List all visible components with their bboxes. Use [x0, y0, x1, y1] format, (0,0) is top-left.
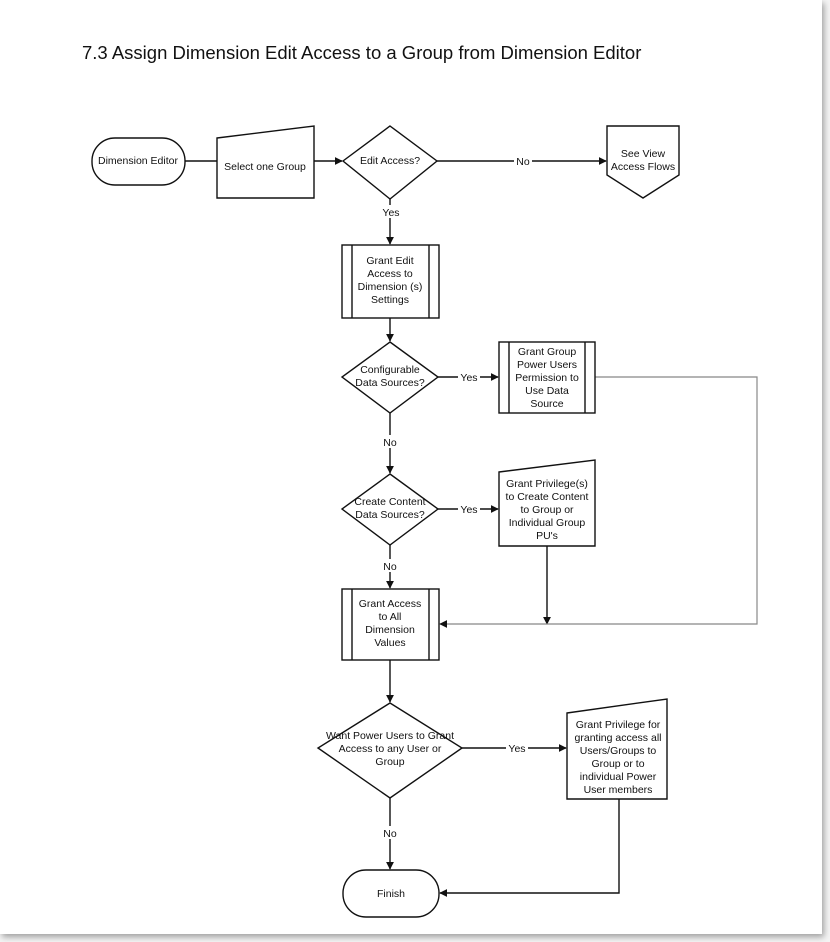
label-line: Access to [367, 268, 413, 280]
label-line: Settings [371, 294, 409, 306]
node-grant-privileges [498, 459, 596, 547]
edge-label-no: No [516, 156, 530, 168]
edge-label-yes: Yes [460, 504, 477, 516]
label-dimension-editor: Dimension Editor [98, 155, 178, 167]
label-line: Dimension Editor [98, 155, 178, 167]
label-line: Source [530, 398, 563, 410]
page-title: 7.3 Assign Dimension Edit Access to a Gr… [82, 42, 642, 63]
label-line: to Create Content [506, 491, 589, 503]
label-line: Group [375, 756, 404, 768]
node-configurable-decision [340, 341, 440, 414]
label-line: Want Power Users to Grant [326, 730, 454, 742]
label-line: Permission to [515, 372, 579, 384]
label-line: Grant Privilege for [576, 719, 661, 731]
label-line: to All [379, 611, 402, 623]
label-select-group: Select one Group [224, 161, 306, 173]
label-line: Group or to [591, 758, 644, 770]
node-dimension-editor [91, 137, 186, 186]
node-grant-edit-access [341, 244, 440, 319]
label-line: Dimension [365, 624, 415, 636]
label-line: individual Power [580, 771, 657, 783]
edge-label-no: No [383, 828, 397, 840]
label-line: Grant Edit [366, 255, 413, 267]
label-line: User members [584, 784, 653, 796]
label-finish: Finish [377, 888, 405, 900]
label-line: granting access all [575, 732, 662, 744]
label-line: Configurable [360, 364, 420, 376]
label-line: Select one Group [224, 161, 306, 173]
label-line: Grant Group [518, 346, 577, 358]
label-line: Edit Access? [360, 155, 420, 167]
edge-label-no: No [383, 437, 397, 449]
label-line: Users/Groups to [580, 745, 657, 757]
node-grant-privilege-granting [566, 698, 668, 800]
node-want-power-users-decision [316, 702, 464, 799]
node-finish [342, 869, 440, 918]
label-line: Access Flows [611, 161, 675, 173]
label-edit-access: Edit Access? [360, 155, 420, 167]
label-line: Power Users [517, 359, 577, 371]
edge-labels: No Yes Yes No Yes No Yes No [380, 154, 532, 840]
label-line: Create Content [354, 496, 425, 508]
label-line: Values [374, 637, 405, 649]
edge-grantpu-to-grantall [439, 376, 758, 628]
node-create-content-decision [340, 473, 440, 546]
label-line: PU's [536, 530, 558, 542]
node-grant-group-power-users [498, 341, 596, 414]
label-line: Individual Group [509, 517, 586, 529]
edge-privilege-to-finish [439, 799, 620, 897]
label-line: Use Data [525, 385, 569, 397]
label-line: Dimension (s) [358, 281, 423, 293]
label-line: to Group or [520, 504, 574, 516]
edge-label-yes: Yes [382, 207, 399, 219]
node-edit-access-decision [341, 125, 439, 200]
label-line: Grant Privilege(s) [506, 478, 588, 490]
label-line: See View [621, 148, 666, 160]
edge-label-no: No [383, 561, 397, 573]
label-line: Access to any User or [339, 743, 442, 755]
node-see-view [606, 125, 680, 199]
label-line: Grant Access [359, 598, 421, 610]
node-select-group [216, 125, 315, 199]
node-labels: Dimension Editor Select one Group Edit A… [98, 148, 675, 900]
node-grant-access-all [341, 588, 440, 661]
label-line: Finish [377, 888, 405, 900]
edge-label-yes: Yes [508, 743, 525, 755]
label-line: Data Sources? [355, 377, 425, 389]
edge-label-yes: Yes [460, 372, 477, 384]
label-line: Data Sources? [355, 509, 425, 521]
